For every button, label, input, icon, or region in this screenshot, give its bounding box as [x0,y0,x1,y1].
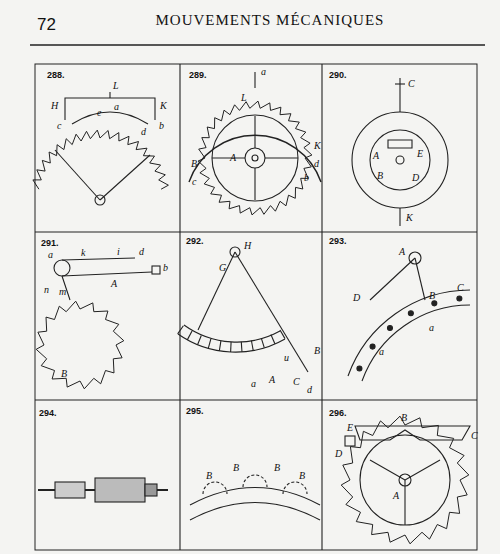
part-letter: a [378,346,385,357]
pin [457,296,462,301]
part-letter: B [205,470,213,481]
part-letter: E [346,422,354,433]
part-letter: c [191,176,197,187]
part-letter: B [232,462,240,473]
page-title: MOUVEMENTS MÉCANIQUES [0,12,500,29]
part-letter: C [407,78,416,89]
pin [408,311,413,316]
part-letter: b [158,120,165,131]
part-letter: K [313,140,322,151]
scale-tick [219,341,221,351]
part-letter: L [240,92,248,103]
part-letter: K [405,212,414,223]
part-letter: B [376,170,384,181]
part-letter: A [229,152,237,163]
part-letter: A [268,374,276,385]
scale-tick [187,331,192,340]
scale-tick [251,340,253,350]
scale-tick [280,330,285,339]
figure-number: 289. [188,70,208,81]
part-letter: B [60,368,68,379]
part-letter: A [392,490,400,501]
figure-number: 288. [46,70,66,81]
cup [283,482,307,494]
part-letter: m [58,286,67,297]
part-letter: n [43,284,50,295]
part-letter: A [372,150,380,161]
part-letter: d [313,158,320,169]
part-letter: B [190,158,198,169]
part-letter: L [112,80,120,91]
part-letter: B [298,470,306,481]
part-letter: a [47,249,54,260]
part-letter: d [306,384,313,395]
scale-tick [271,335,275,344]
part-letter: H [50,100,59,111]
pin [387,325,392,330]
scale-tick [230,342,232,352]
part-letter: D [352,292,361,303]
gear-teeth [36,301,124,389]
part-letter: B [313,345,321,356]
scale-tick [241,342,243,352]
cup [203,482,227,494]
part-letter: K [159,100,168,111]
part-letter: b [303,172,310,183]
cup [243,475,267,487]
part-letter: d [140,126,147,137]
part-letter: d [138,246,145,257]
pin [432,301,437,306]
part-letter: a [113,101,120,112]
part-letter: E [416,148,424,159]
part-letter: D [411,172,420,183]
part-letter: a [428,322,435,333]
part-letter: C [292,376,301,387]
gear-teeth [198,101,312,215]
part-letter: u [283,352,290,363]
scale-tick [198,335,202,344]
part-letter: D [334,448,343,459]
page-number: 72 [36,16,57,34]
figure-number: 295. [185,406,205,417]
part-letter: A [110,278,118,289]
part-letter: k [80,247,86,258]
figure-number: 294. [38,408,58,419]
scale-tick [261,338,264,348]
part-letter: i [116,246,121,257]
part-letter: a [250,378,257,389]
pin [370,344,375,349]
figure-number: 293. [328,236,348,247]
pin [357,366,362,371]
part-letter: B [428,290,436,301]
figure-number: 296. [328,408,348,419]
part-letter: c [56,120,62,131]
scale-tick [178,326,184,334]
part-letter: G [218,262,227,273]
gear-teeth [341,416,469,544]
part-letter: C [470,430,479,441]
part-letter: H [243,240,252,251]
part-letter: a [260,66,267,77]
part-letter: C [456,282,465,293]
gear-teeth [33,130,169,189]
part-letter: B [273,462,281,473]
part-letter: e [96,107,102,118]
figure-number: 292. [185,236,205,247]
figure-number: 290. [328,70,348,81]
scale-tick [208,339,211,349]
figure-number: 291. [40,238,60,249]
part-letter: B [400,412,408,423]
part-letter: b [162,262,169,273]
part-letter: A [398,246,406,257]
